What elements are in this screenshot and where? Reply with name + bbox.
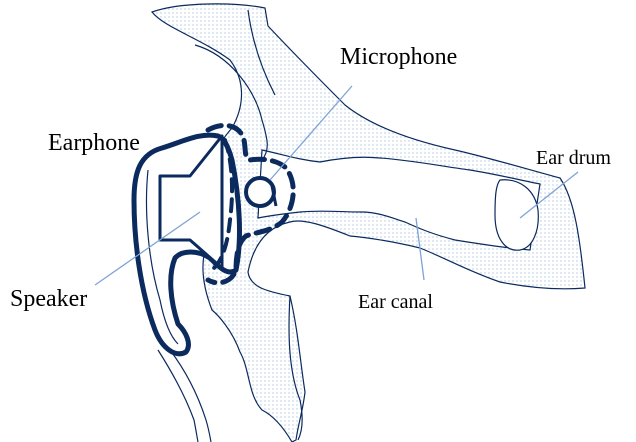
earphone-cable (170, 350, 211, 442)
label-ear-canal: Ear canal (358, 291, 433, 313)
earphone-cable (158, 350, 198, 442)
microphone-shape (246, 178, 274, 206)
label-earphone: Earphone (48, 130, 140, 156)
label-ear-drum: Ear drum (536, 147, 611, 169)
label-microphone: Microphone (340, 44, 457, 70)
label-speaker: Speaker (10, 286, 87, 312)
